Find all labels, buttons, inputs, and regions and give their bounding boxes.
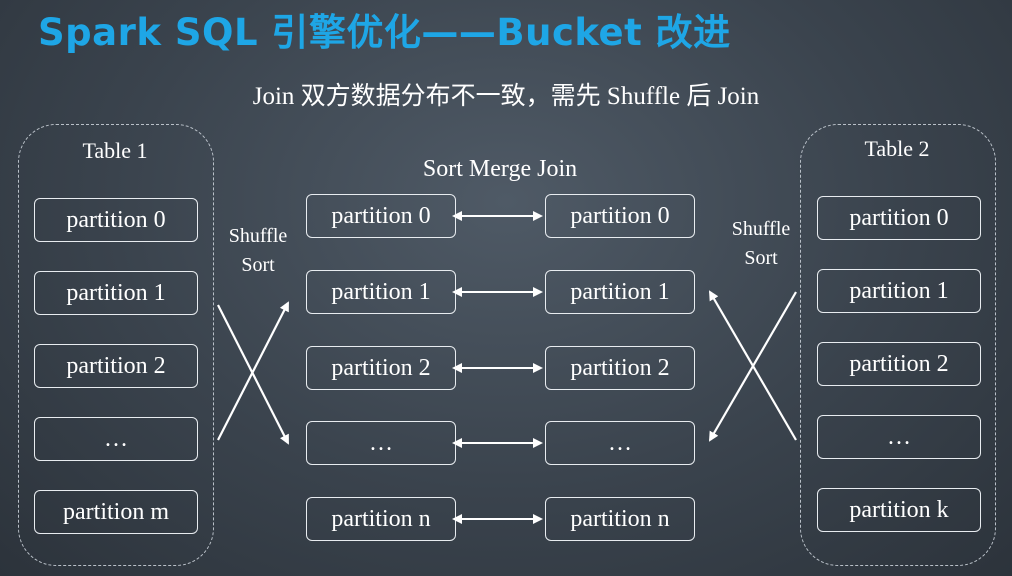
table2-partition-ellipsis: … [817, 415, 981, 459]
table1-partition-2: partition 2 [34, 344, 198, 388]
table1-partition-ellipsis: … [34, 417, 198, 461]
left-shuffle-arrow-down [217, 304, 289, 445]
left-sort-text: Sort [241, 254, 275, 276]
table2-partition-0: partition 0 [817, 196, 981, 240]
left-shuffle-text: Shuffle [228, 225, 288, 247]
right-shuffle-sort-label: Shuffle Sort [721, 215, 801, 273]
smj-right-partition-n: partition n [545, 497, 695, 541]
table2-partition-2: partition 2 [817, 342, 981, 386]
table2-partition-k: partition k [817, 488, 981, 532]
table1-group [18, 124, 214, 566]
right-sort-text: Sort [744, 247, 778, 269]
smj-left-partition-ellipsis: … [306, 421, 456, 465]
table2-group [800, 124, 996, 566]
sort-merge-join-label: Sort Merge Join [422, 156, 578, 182]
table1-partition-0: partition 0 [34, 198, 198, 242]
smj-right-partition-0: partition 0 [545, 194, 695, 238]
right-shuffle-arrow-up [708, 290, 797, 441]
left-shuffle-sort-label: Shuffle Sort [218, 222, 298, 280]
smj-right-partition-1: partition 1 [545, 270, 695, 314]
table2-label: Table 2 [864, 136, 930, 161]
slide-subtitle: Join 双方数据分布不一致，需先 Shuffle 后 Join [252, 83, 760, 110]
slide-title: Spark SQL 引擎优化——Bucket 改进 [38, 11, 731, 54]
table2-partition-1: partition 1 [817, 269, 981, 313]
left-shuffle-arrow-up [217, 301, 289, 441]
table1-label: Table 1 [82, 138, 148, 163]
table1-partition-m: partition m [34, 490, 198, 534]
table1-partition-1: partition 1 [34, 271, 198, 315]
right-shuffle-text: Shuffle [731, 218, 791, 240]
smj-left-partition-n: partition n [306, 497, 456, 541]
smj-right-partition-2: partition 2 [545, 346, 695, 390]
smj-right-partition-ellipsis: … [545, 421, 695, 465]
